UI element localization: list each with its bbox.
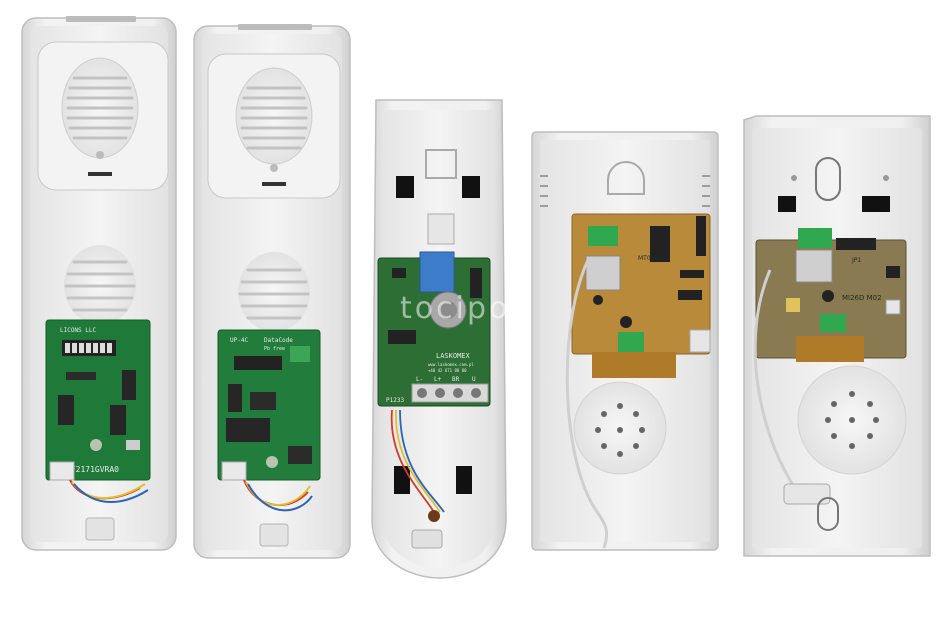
pcb-board-5: JP1 MI26D M02 [755,228,907,362]
watermark-text: tocipo [400,291,510,326]
pcb-board-2: UP-4C DataCode Pb free [217,329,321,481]
board-code-text: P1233 [386,397,404,404]
board-label-text: BF2171GVRA0 [66,465,119,474]
board-phone-text: +48 42 671 88 00 [428,368,467,373]
handset-unit-3: LASKOMEX www.laskomex.com.pl +48 42 671 … [371,99,507,579]
terminal-label-3: BR [452,376,460,383]
handset-unit-1: LICONS LLC BF2171GVRA0 [21,16,177,551]
board-sub-text: JP1 [851,257,861,264]
board-brand-text: LASKOMEX [436,352,471,360]
board-header-text: DataCode [264,337,293,344]
handset-unit-5: JP1 MI26D M02 [743,115,931,557]
pcb-board-1: LICONS LLC BF2171GVRA0 [45,319,151,481]
board-web-text: www.laskomex.com.pl [428,362,474,367]
handset-unit-4: MT04M05 [531,131,719,551]
board-sub-text: Pb free [264,346,285,352]
wires [69,479,149,503]
terminal-block [411,383,489,403]
board-label-text: UP-4C [230,337,248,344]
board-header-text: LICONS LLC [60,327,97,334]
vent-slots [66,16,136,22]
pcb-board-4: MT04M05 [571,213,711,378]
board-label-text: MI26D M02 [842,294,882,302]
handset-unit-2: UP-4C DataCode Pb free [193,24,351,559]
terminal-label-2: L+ [434,376,442,383]
pcb-board-3: LASKOMEX www.laskomex.com.pl +48 42 671 … [377,251,491,407]
terminal-label-1: L- [416,376,423,383]
green-connector [588,226,618,246]
terminal-label-4: U [472,376,476,383]
board-label-text: MT04M05 [638,255,667,262]
blue-trimmer [419,251,455,293]
green-connector [798,228,832,248]
